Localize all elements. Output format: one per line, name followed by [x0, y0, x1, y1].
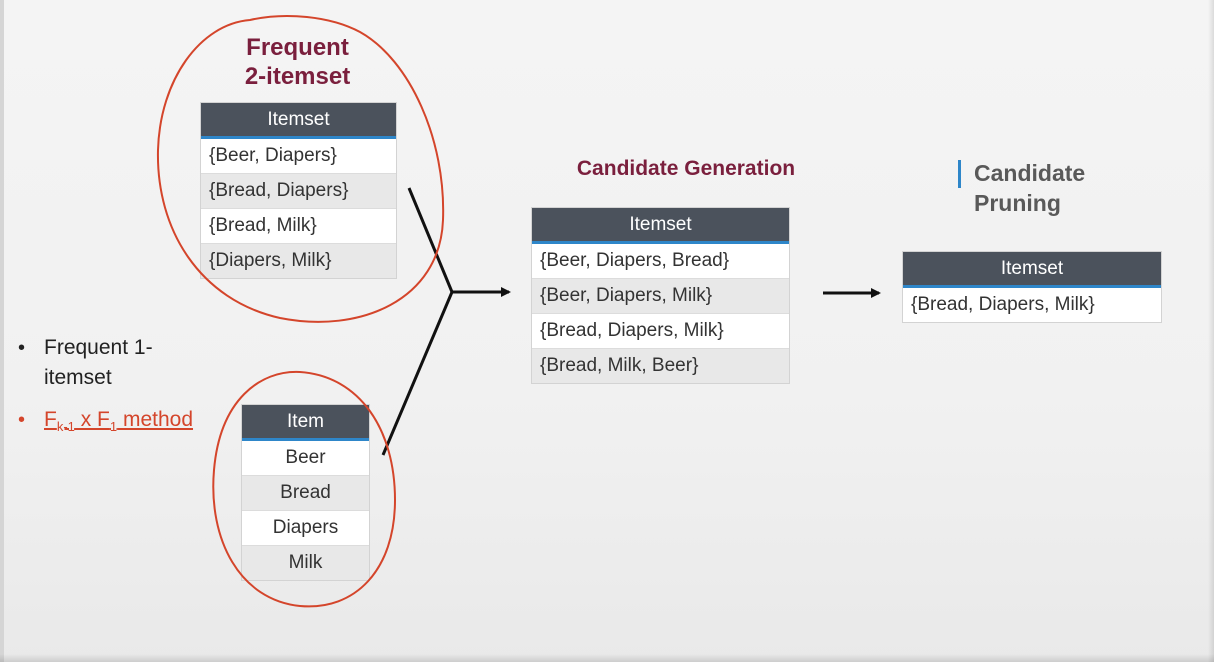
- merge-connector-lower: [381, 291, 454, 456]
- table-row: {Bread, Diapers, Milk}: [532, 313, 789, 349]
- frequent-2-itemset-title-line1: Frequent: [246, 34, 349, 61]
- frequent-2-itemset-title: Frequent 2-itemset: [230, 33, 365, 91]
- table-row: {Diapers, Milk}: [201, 243, 396, 278]
- table-row: {Beer, Diapers, Bread}: [532, 242, 789, 279]
- table-row: Bread: [242, 475, 369, 511]
- table-header: Item: [242, 405, 369, 441]
- table-header: Itemset: [201, 103, 396, 139]
- red-annotation-circle-1-itemset: [212, 370, 397, 608]
- table-row: {Bread, Milk, Beer}: [532, 348, 789, 383]
- bullet-text: Frequent 1-itemset: [44, 336, 153, 389]
- table-row: {Bread, Diapers}: [201, 173, 396, 209]
- bullet-marker: •: [18, 409, 26, 431]
- method-x-f: x F: [74, 408, 110, 431]
- merge-connector-upper: [407, 187, 454, 293]
- method-word: method: [117, 408, 194, 431]
- pruning-accent-bar: [958, 160, 961, 188]
- fk1-x-f1-method-label: Fk-1 x F1 method: [44, 405, 193, 442]
- method-f: F: [44, 408, 57, 431]
- frequent-2-itemset-title-line2: 2-itemset: [244, 63, 351, 90]
- window-right-edge: [1208, 0, 1214, 662]
- table-row: {Beer, Diapers}: [201, 137, 396, 174]
- candidate-generation-table: Itemset {Beer, Diapers, Bread} {Beer, Di…: [532, 208, 789, 383]
- table-header: Itemset: [903, 252, 1161, 288]
- method-subscript-1: 1: [109, 419, 118, 435]
- table-row: {Bread, Milk}: [201, 208, 396, 244]
- window-bottom-edge: [0, 654, 1214, 662]
- bullet-marker: •: [18, 337, 26, 359]
- table-row: Diapers: [242, 510, 369, 546]
- table-row: Beer: [242, 439, 369, 476]
- red-annotation-circle-2-itemset: [156, 15, 445, 323]
- method-subscript-k-1: k-1: [56, 419, 75, 435]
- window-left-edge: [0, 0, 4, 662]
- table-row: Milk: [242, 545, 369, 580]
- frequent-2-itemset-table: Itemset {Beer, Diapers} {Bread, Diapers}…: [201, 103, 396, 278]
- table-header: Itemset: [532, 208, 789, 244]
- candidate-pruning-title: Candidate Pruning: [974, 158, 1085, 218]
- frequent-1-itemset-table: Item Beer Bread Diapers Milk: [242, 405, 369, 580]
- candidate-pruning-title-line2: Pruning: [974, 190, 1061, 216]
- candidate-pruning-title-line1: Candidate: [974, 160, 1086, 186]
- candidate-pruning-table: Itemset {Bread, Diapers, Milk}: [903, 252, 1161, 322]
- table-row: {Beer, Diapers, Milk}: [532, 278, 789, 314]
- table-row: {Bread, Diapers, Milk}: [903, 286, 1161, 322]
- candidate-generation-title: Candidate Generation: [576, 157, 796, 180]
